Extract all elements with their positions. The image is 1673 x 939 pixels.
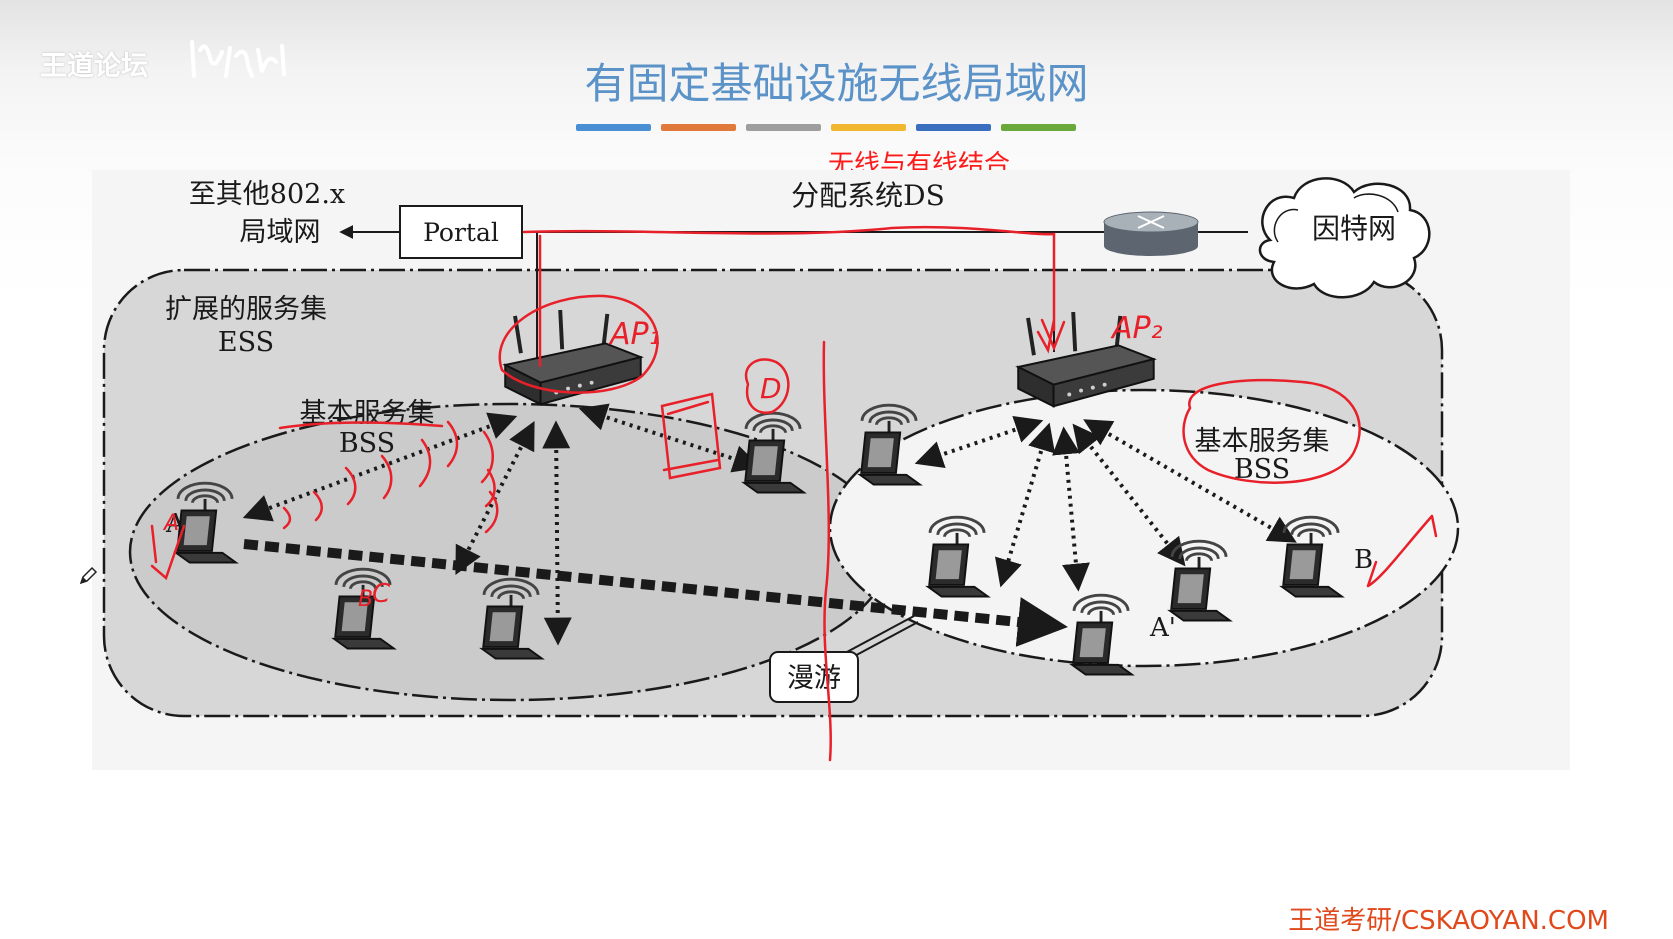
ds-label: 分配系统DS bbox=[791, 179, 945, 212]
color-strip bbox=[576, 124, 1076, 131]
pen-square bbox=[660, 392, 722, 480]
handwritten-labels: AP₁ AP₂ D C B A bbox=[162, 311, 1163, 612]
wlan-diagram: Portal 至其他802.x 局域网 分配系统DS 因特网 扩展的服务集 ES… bbox=[102, 177, 1460, 762]
station-a-prime-label: A' bbox=[1149, 613, 1176, 643]
strip-yellow bbox=[831, 124, 906, 131]
footer-brand: 王道考研/CSKAOYAN.COM bbox=[1288, 906, 1609, 936]
other-lan-label-2: 局域网 bbox=[240, 217, 321, 248]
slide-title: 有固定基础设施无线局域网 bbox=[584, 59, 1089, 108]
internet-label: 因特网 bbox=[1312, 212, 1396, 245]
pencil-cursor-icon bbox=[79, 566, 98, 585]
bss-left-label-2: BSS bbox=[339, 428, 395, 459]
figure-panel: Portal 至其他802.x 局域网 分配系统DS 因特网 扩展的服务集 ES… bbox=[92, 170, 1570, 770]
pen-arrow-ap2 bbox=[1040, 318, 1066, 352]
bss-right-label-1: 基本服务集 bbox=[1195, 426, 1330, 457]
station-b-label: B bbox=[1354, 545, 1373, 575]
portal-box bbox=[399, 205, 523, 259]
pen-underline-bss bbox=[278, 421, 444, 430]
pen-label-ap1: AP₁ bbox=[608, 317, 661, 352]
portal-label: Portal bbox=[423, 218, 499, 247]
roaming-label: 漫游 bbox=[787, 663, 841, 694]
pen-circle-ap1 bbox=[498, 294, 659, 394]
strip-navy bbox=[916, 124, 991, 131]
strip-green bbox=[1001, 124, 1076, 131]
pen-arcs bbox=[282, 420, 499, 534]
strip-gray bbox=[746, 124, 821, 131]
pen-label-c: C bbox=[372, 579, 391, 609]
pen-label-d: D bbox=[760, 372, 782, 405]
pen-circle-d bbox=[744, 358, 790, 414]
ess-label-1: 扩展的服务集 bbox=[165, 294, 327, 325]
router-icon bbox=[1103, 211, 1199, 256]
pen-circle-bss bbox=[1182, 378, 1361, 484]
pen-divider bbox=[822, 340, 832, 762]
pen-check-a bbox=[150, 524, 186, 581]
pen-label-a: A bbox=[162, 511, 179, 536]
watermark-scribble bbox=[190, 40, 286, 78]
station-a-label: A bbox=[165, 509, 186, 539]
watermark: 王道论坛 bbox=[40, 51, 148, 82]
internet-cloud-icon bbox=[1258, 177, 1431, 299]
pen-wire-overlay bbox=[522, 225, 1056, 368]
pen-label-ap2: AP₂ bbox=[1110, 311, 1163, 346]
roaming-callout bbox=[769, 651, 859, 703]
roaming-path bbox=[243, 539, 1068, 647]
strip-orange bbox=[661, 124, 736, 131]
bss-right-region bbox=[828, 388, 1460, 668]
ess-label-2: ESS bbox=[218, 327, 274, 358]
ap2-links bbox=[914, 415, 1297, 592]
strip-blue bbox=[576, 124, 651, 131]
other-lan-label-1: 至其他802.x bbox=[189, 179, 345, 210]
pen-check-b bbox=[1366, 514, 1438, 588]
pen-label-b: B bbox=[358, 587, 373, 612]
handwritten-annotations bbox=[150, 225, 1438, 762]
